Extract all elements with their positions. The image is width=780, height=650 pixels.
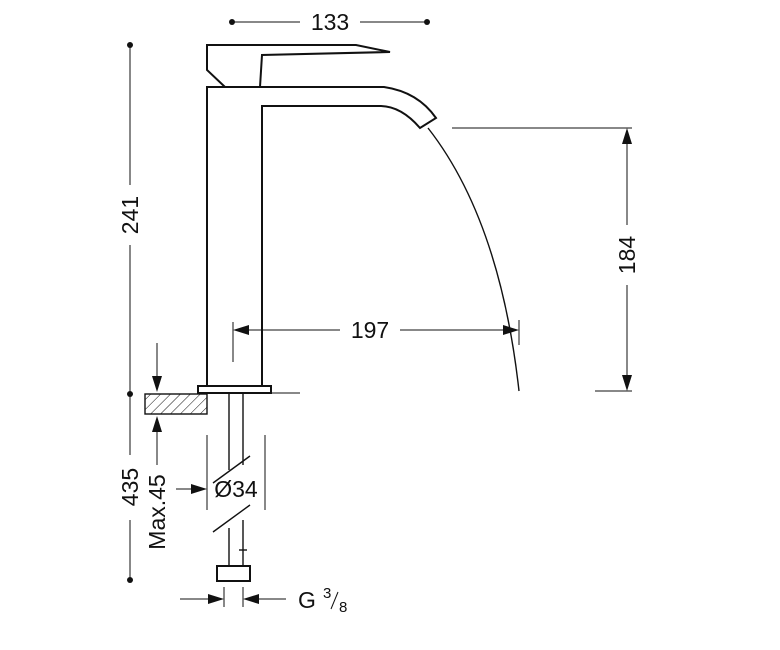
label-133: 133 <box>311 9 349 35</box>
water-stream <box>427 127 520 392</box>
label-197: 197 <box>351 317 389 343</box>
pipe-connector <box>216 565 251 582</box>
dim-spout-reach: 197 <box>232 317 520 362</box>
dim-hole-diameter: Ø34 <box>176 435 266 510</box>
handle-lever <box>206 44 391 88</box>
label-241: 241 <box>117 196 143 234</box>
dim-top-width: 133 <box>229 9 430 35</box>
label-fraction-den: 8 <box>339 599 347 616</box>
supply-pipe <box>212 393 251 582</box>
label-184: 184 <box>614 236 640 275</box>
dim-connection-thread: G 3 8 <box>180 585 347 616</box>
dim-spout-height: 184 <box>452 127 640 392</box>
label-d34: Ø34 <box>214 476 258 502</box>
label-max45: Max.45 <box>144 474 170 549</box>
label-435: 435 <box>117 468 143 506</box>
dim-pipe-length: 435 <box>117 394 143 583</box>
deck-section <box>144 393 208 415</box>
faucet-outline <box>197 44 438 394</box>
label-fraction-num: 3 <box>323 585 331 602</box>
dim-max-deck: Max.45 <box>144 343 170 550</box>
dim-total-height: 241 <box>117 42 143 397</box>
faucet-base <box>197 385 272 394</box>
label-g: G <box>298 587 316 613</box>
faucet-body <box>206 86 438 386</box>
